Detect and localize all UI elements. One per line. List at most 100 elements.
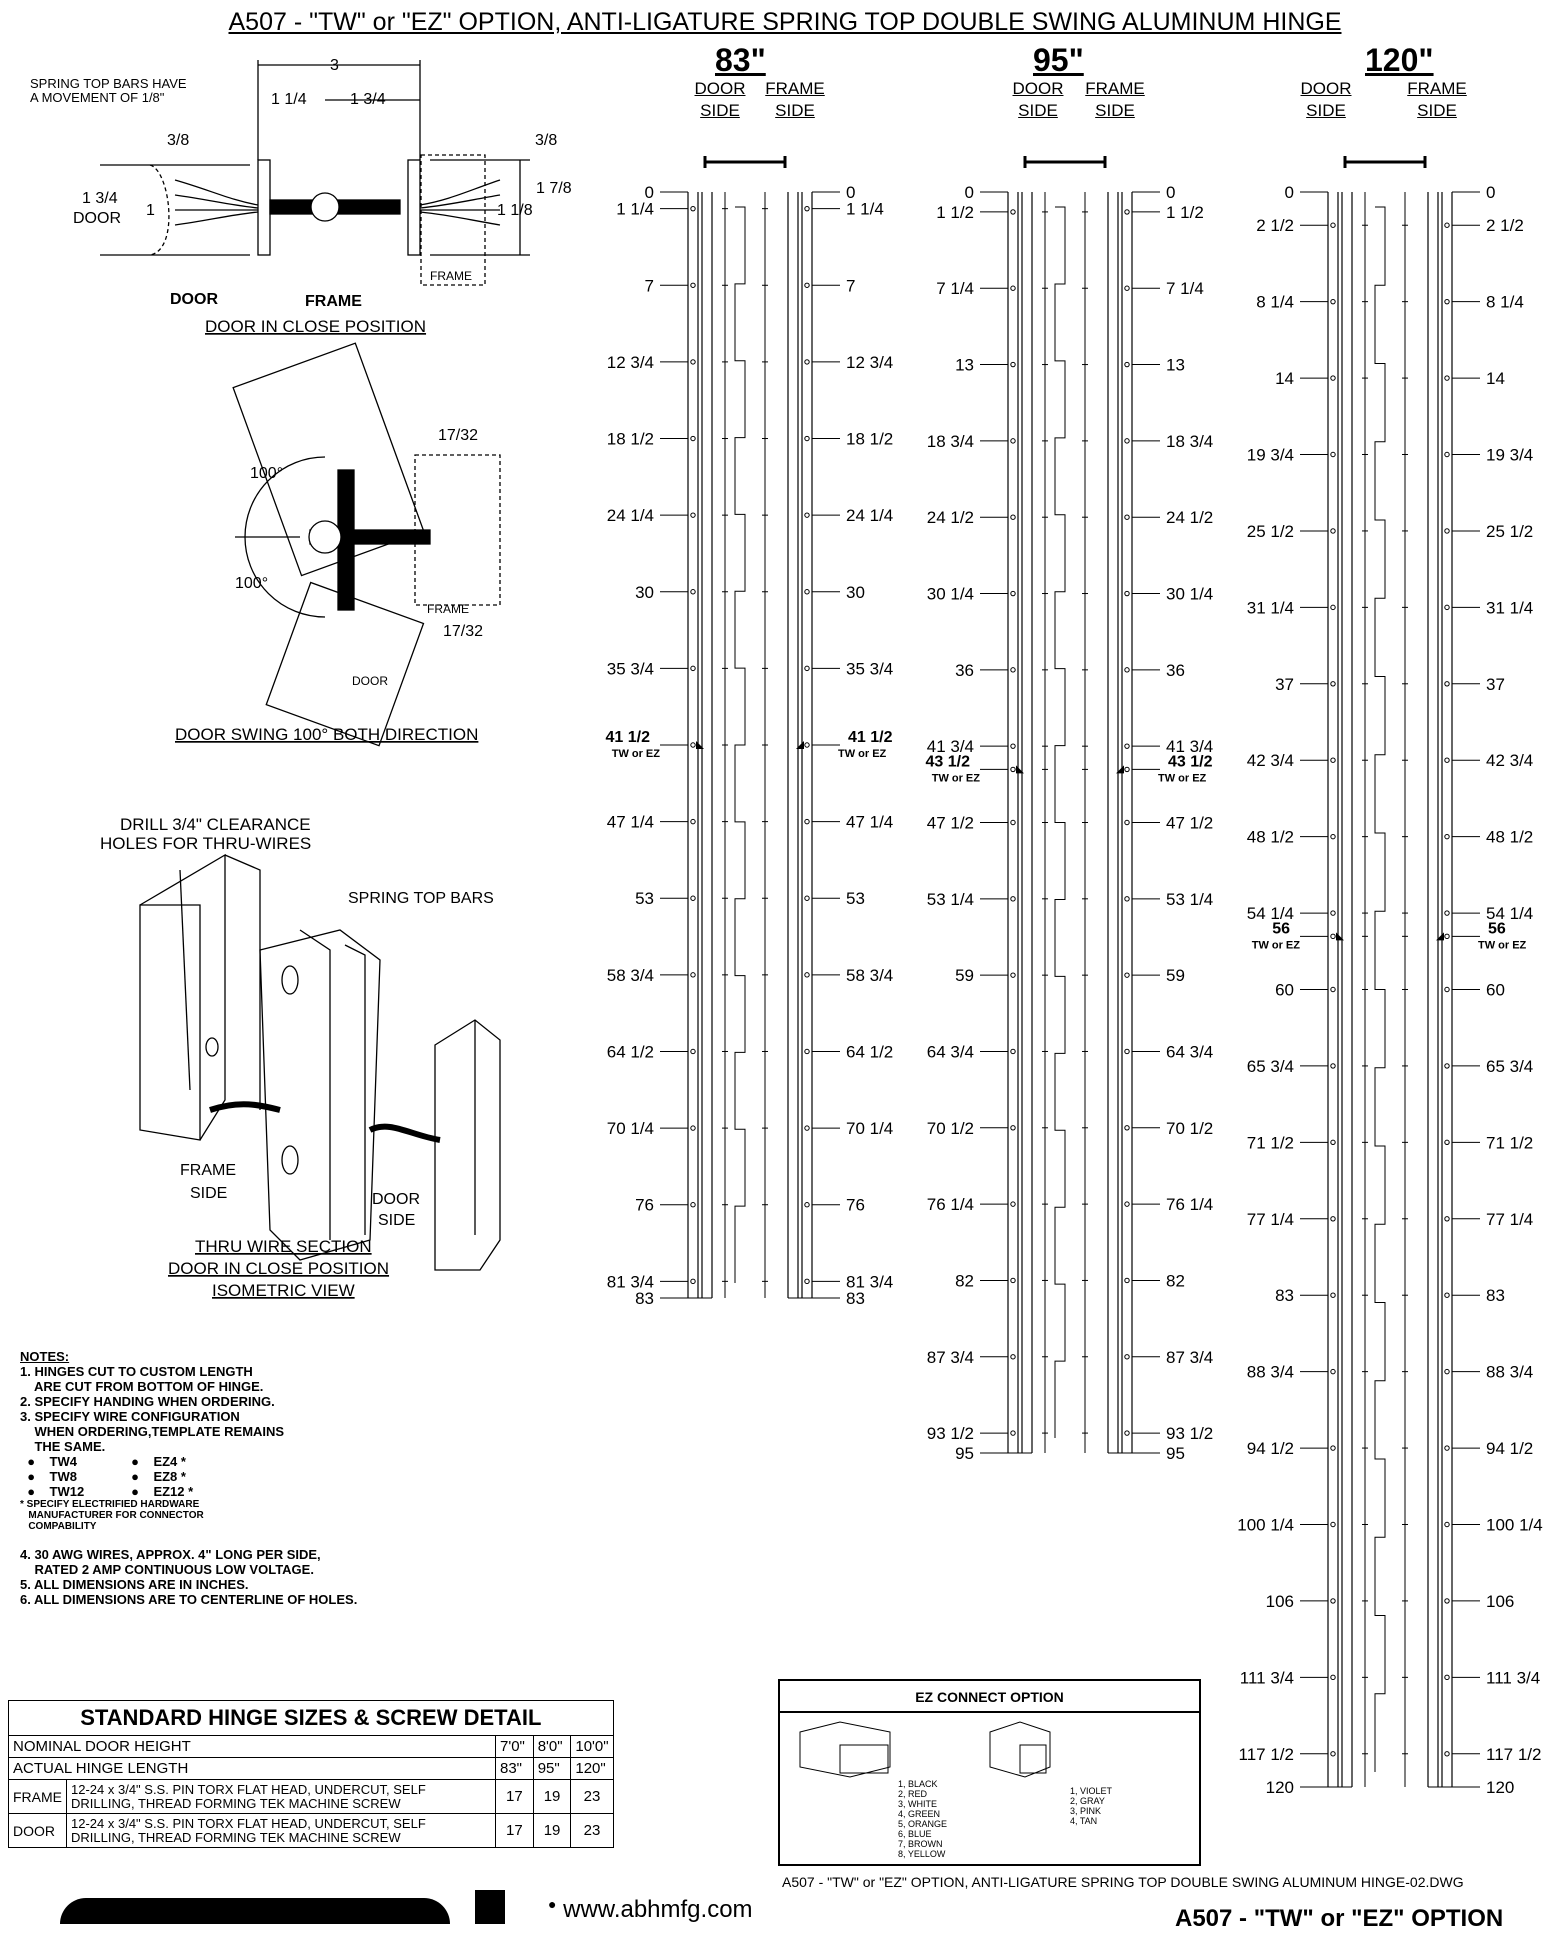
screw-hole [1330, 986, 1336, 993]
notes-block: NOTES:1. HINGES CUT TO CUSTOM LENGTH ARE… [20, 1349, 357, 1607]
dimension-label: 53 1/4 [927, 890, 974, 909]
screw-hole [690, 972, 696, 978]
dimension-label: 60 [1275, 981, 1294, 1000]
screw-hole [1010, 766, 1016, 773]
screw-hole [1444, 833, 1450, 840]
screw-hole [1330, 604, 1336, 611]
screw-hole [804, 512, 810, 518]
dimension-label: 58 3/4 [607, 966, 654, 985]
screw-hole [1330, 298, 1336, 305]
screw-hole [1330, 933, 1336, 940]
screw-hole [1330, 1063, 1336, 1069]
screw-hole [1010, 1430, 1016, 1436]
svg-text:FRAME: FRAME [427, 602, 469, 616]
dimension-label: 71 1/2 [1247, 1133, 1294, 1152]
screw-hole [1330, 1674, 1336, 1681]
screw-hole [1010, 1201, 1016, 1207]
dimension-label: 25 1/2 [1486, 522, 1533, 541]
dimension-label: 31 1/4 [1247, 598, 1294, 617]
dimension-label: 0 [846, 183, 855, 202]
tw-label: 41 1/2 [606, 729, 651, 746]
svg-text:1 1/4: 1 1/4 [271, 91, 307, 108]
svg-text:3: 3 [330, 57, 339, 74]
screw-hole [690, 589, 696, 595]
dimension-label: 106 [1486, 1592, 1514, 1611]
svg-text:1 7/8: 1 7/8 [536, 180, 572, 197]
website-url[interactable]: ● www.abhmfg.com [548, 1896, 753, 1923]
dimension-label: 70 1/4 [607, 1119, 654, 1138]
dimension-label: 41 3/4 [1166, 737, 1213, 756]
dimension-label: 30 [635, 583, 654, 602]
screw-hole [1330, 375, 1336, 381]
screw-hole [804, 435, 810, 442]
hinge-83-header: 83" [715, 42, 766, 78]
screw-hole [1010, 1277, 1016, 1284]
wire-label: 1, BLACK [898, 1779, 938, 1789]
note-line: 3. SPECIFY WIRE CONFIGURATION [20, 1409, 240, 1424]
dimension-label: 64 1/2 [846, 1042, 893, 1061]
screw-hole [1010, 361, 1016, 368]
dimension-label: 59 [1166, 966, 1185, 985]
wire-label: 8, YELLOW [898, 1849, 946, 1859]
dimension-label: 31 1/4 [1486, 598, 1533, 617]
dimension-label: 95 [1166, 1444, 1185, 1463]
dimension-label: 1 1/2 [1166, 203, 1204, 222]
dimension-label: 77 1/4 [1247, 1210, 1294, 1229]
dimension-label: 14 [1486, 369, 1505, 388]
screw-hole [804, 972, 810, 978]
hinge-elevation [1300, 156, 1480, 1788]
dimension-label: 93 1/2 [927, 1424, 974, 1443]
screw-hole [804, 895, 810, 901]
svg-text:17/32: 17/32 [443, 623, 483, 640]
dimension-label: 100 1/4 [1237, 1515, 1294, 1534]
dimension-label: 76 1/4 [927, 1195, 974, 1214]
note-line: ● TW8 ● EZ8 * [20, 1469, 186, 1484]
dimension-label: 37 [1486, 675, 1505, 694]
svg-text:DOOR SWING 100° BOTH DIRECTION: DOOR SWING 100° BOTH DIRECTION [175, 725, 478, 744]
note-line: 4. 30 AWG WIRES, APPROX. 4" LONG PER SID… [20, 1547, 321, 1562]
screw-hole [804, 665, 810, 672]
dimension-label: 47 1/4 [607, 813, 654, 832]
dimension-label: 24 1/4 [846, 506, 893, 525]
wire-label: 7, BROWN [898, 1839, 943, 1849]
screw-hole [804, 1202, 810, 1208]
dimension-label: 41 3/4 [927, 737, 974, 756]
wire-label: 4, TAN [1070, 1816, 1098, 1826]
dimension-label: 95 [955, 1444, 974, 1463]
svg-text:17/32: 17/32 [438, 427, 478, 444]
dimension-label: 70 1/2 [927, 1119, 974, 1138]
drawing-filename: A507 - "TW" or "EZ" OPTION, ANTI-LIGATUR… [782, 1874, 1464, 1890]
dimension-label: 64 3/4 [1166, 1042, 1213, 1061]
ez-title: EZ CONNECT OPTION [780, 1689, 1199, 1713]
dimension-label: 12 3/4 [846, 353, 893, 372]
note-line: 5. ALL DIMENSIONS ARE IN INCHES. [20, 1577, 249, 1592]
screw-hole [1124, 1201, 1130, 1207]
note-line: 1. HINGES CUT TO CUSTOM LENGTH [20, 1364, 253, 1379]
screw-hole [1124, 1048, 1130, 1055]
dimension-label: 117 1/2 [1486, 1745, 1541, 1764]
screw-hole [804, 589, 810, 595]
dimension-label: 8 1/4 [1256, 293, 1294, 312]
dimension-label: 2 1/2 [1256, 216, 1294, 235]
screw-hole [1124, 361, 1130, 368]
svg-text:ISOMETRIC VIEW: ISOMETRIC VIEW [212, 1281, 355, 1300]
svg-text:HOLES FOR THRU-WIRES: HOLES FOR THRU-WIRES [100, 834, 311, 853]
dimension-label: 111 3/4 [1486, 1668, 1540, 1687]
dimension-label: 88 3/4 [1486, 1363, 1533, 1382]
tw-label: 43 1/2 [1168, 753, 1213, 770]
screw-hole [1124, 514, 1130, 520]
dimension-label: 2 1/2 [1486, 216, 1524, 235]
screw-hole [1444, 451, 1450, 458]
svg-text:DOOR: DOOR [170, 291, 218, 308]
screw-hole [1444, 1368, 1450, 1375]
screw-hole [1444, 1521, 1450, 1528]
screw-hole [1444, 1598, 1450, 1604]
wire-label: 5, ORANGE [898, 1819, 948, 1829]
svg-text:FRAME: FRAME [305, 293, 362, 310]
svg-text:1 3/4: 1 3/4 [350, 91, 386, 108]
note-line: MANUFACTURER FOR CONNECTOR [20, 1510, 204, 1521]
notes-heading: NOTES: [20, 1349, 70, 1364]
dimension-label: 53 1/4 [1166, 890, 1213, 909]
